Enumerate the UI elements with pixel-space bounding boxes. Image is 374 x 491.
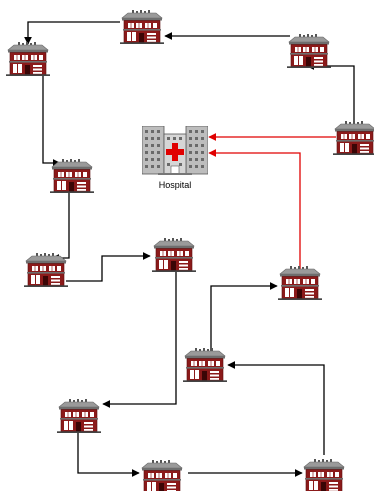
house-icon — [140, 460, 184, 491]
route-11-to-12 — [228, 365, 324, 455]
house-icon — [120, 10, 164, 44]
route-7-to-9 — [103, 270, 176, 404]
house-icon — [24, 253, 68, 287]
route-6-to-7 — [66, 256, 150, 281]
house-icon — [278, 266, 322, 300]
route-3-to-5 — [43, 73, 60, 163]
hospital-icon — [142, 126, 208, 175]
house-icon — [287, 34, 331, 68]
emergency-routes — [209, 137, 336, 269]
route-4-to-1 — [307, 66, 354, 125]
house-icon — [302, 459, 346, 491]
house-icon — [183, 348, 227, 382]
route-9-to-10 — [78, 430, 139, 473]
house-icon — [333, 121, 374, 155]
emergency-route-8-to-hospital — [209, 153, 300, 269]
hospital-node: Hospital — [142, 126, 208, 190]
house-icon — [6, 42, 50, 76]
hospital-label: Hospital — [159, 180, 192, 190]
house-icon — [57, 399, 101, 433]
route-5-to-6 — [52, 189, 69, 258]
route-2-to-3 — [28, 22, 120, 44]
route-12-to-8 — [211, 286, 277, 352]
house-icon — [50, 159, 94, 193]
house-icon — [152, 238, 196, 272]
